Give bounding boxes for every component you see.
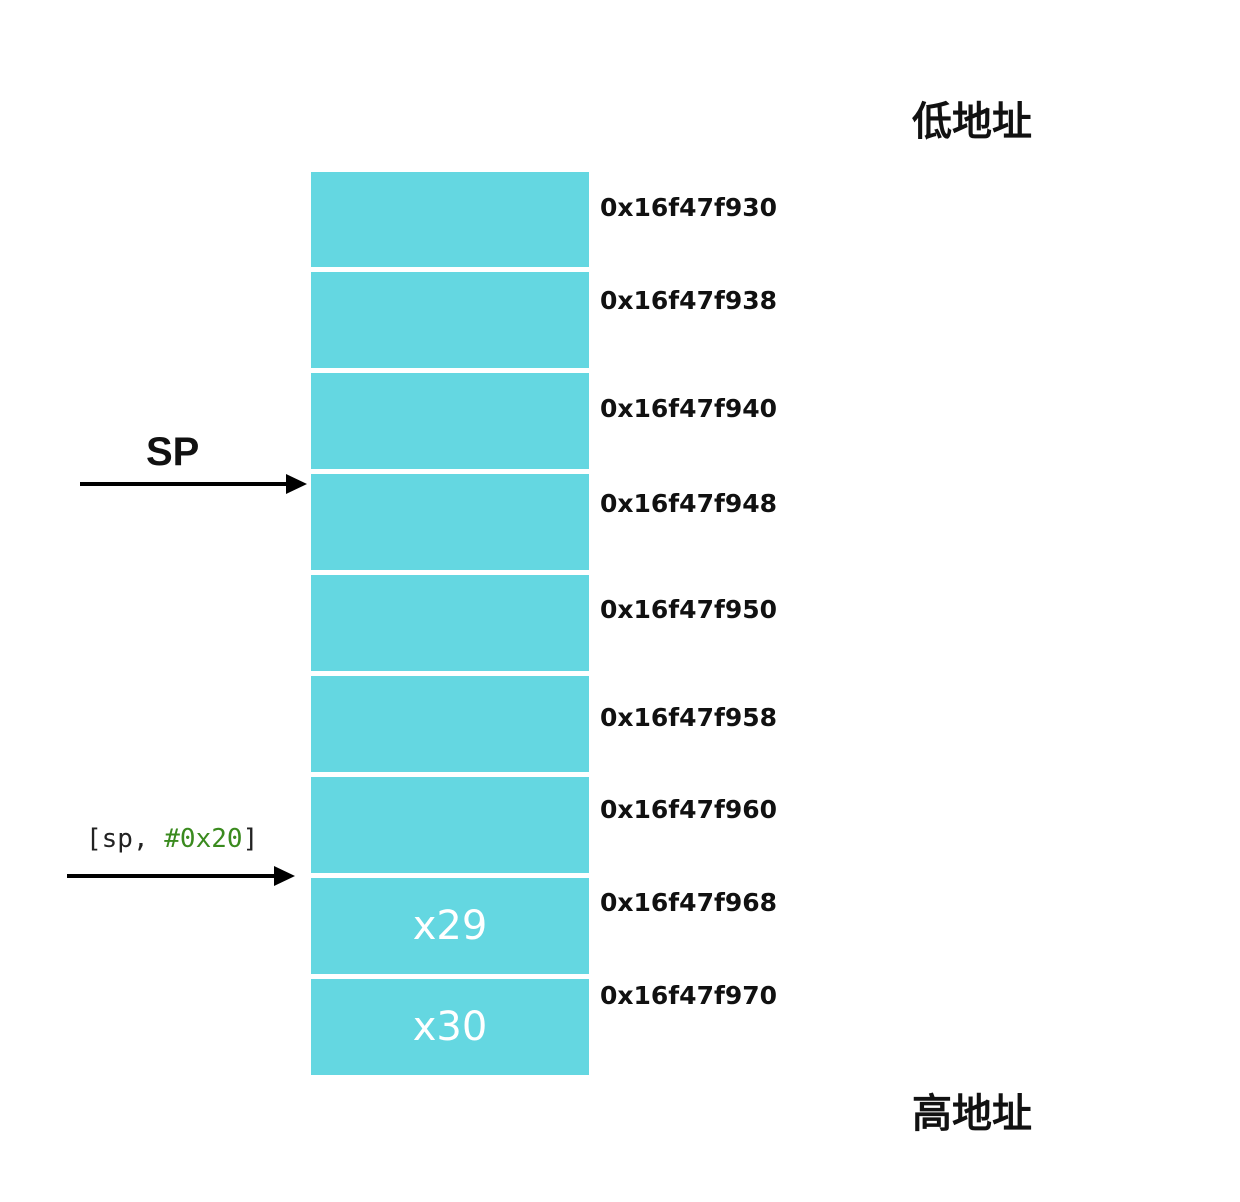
stack-cell-2 [311, 373, 589, 469]
sp-label: SP [146, 430, 200, 474]
offset-immediate: #0x20 [164, 824, 243, 854]
address-label: 0x16f47f950 [600, 595, 778, 624]
stack-cell-1 [311, 272, 589, 368]
stack-cell-8: x30 [311, 979, 589, 1075]
stack-cell-content: x30 [412, 1004, 488, 1050]
address-label: 0x16f47f948 [600, 489, 778, 518]
offset-label: [sp, #0x20] [86, 826, 258, 852]
offset-suffix: ] [242, 824, 259, 854]
stack-cell-4 [311, 575, 589, 671]
stack-cell-7: x29 [311, 878, 589, 974]
offset-prefix: [sp, [86, 824, 165, 854]
high-address-heading: 高地址 [912, 1091, 1032, 1137]
low-address-heading: 低地址 [912, 99, 1032, 145]
address-label: 0x16f47f968 [600, 888, 778, 917]
stack-cell-3 [311, 474, 589, 570]
address-label: 0x16f47f958 [600, 703, 778, 732]
address-label: 0x16f47f970 [600, 981, 778, 1010]
stack-cell-0 [311, 172, 589, 267]
stack-cell-5 [311, 676, 589, 772]
address-label: 0x16f47f930 [600, 193, 778, 222]
address-label: 0x16f47f960 [600, 795, 778, 824]
stack-cell-6 [311, 777, 589, 873]
address-label: 0x16f47f938 [600, 286, 778, 315]
address-label: 0x16f47f940 [600, 394, 778, 423]
stack-cell-content: x29 [412, 903, 488, 949]
